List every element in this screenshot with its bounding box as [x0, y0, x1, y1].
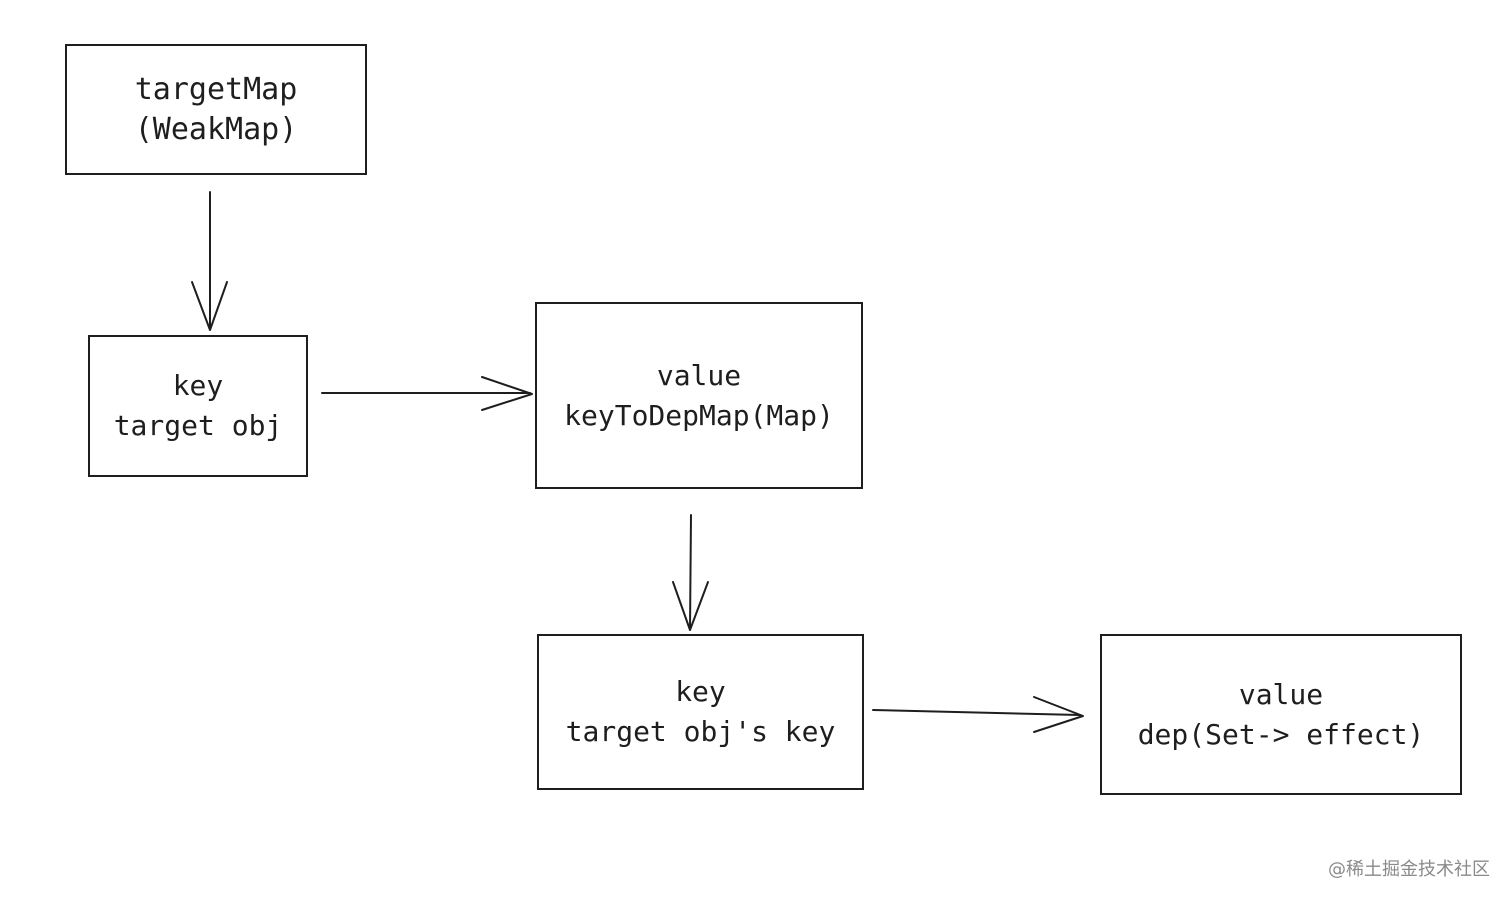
edge-key-target-to-value-keydep [321, 376, 533, 411]
node-value-keydep-line-1: value [656, 358, 742, 392]
node-targetmap-line-2: (WeakMap) [134, 111, 298, 147]
node-key-target-line-2: target obj [113, 409, 283, 442]
node-key-target-line-1: key [172, 369, 224, 402]
node-value-dep: value dep(Set-> effect) [1100, 634, 1462, 795]
node-value-dep-line-2: dep(Set-> effect) [1137, 717, 1425, 751]
node-targetmap-line-1: targetMap [134, 71, 298, 107]
node-value-keydep: value keyToDepMap(Map) [535, 302, 863, 489]
edge-value-keydep-to-key-objkey [672, 514, 709, 631]
node-value-dep-line-1: value [1238, 677, 1324, 711]
node-key-objkey-line-2: target obj's key [565, 715, 836, 748]
node-value-keydep-line-2: keyToDepMap(Map) [564, 398, 834, 432]
node-key-objkey-line-1: key [675, 675, 726, 708]
watermark: @稀土掘金技术社区 [1328, 859, 1490, 880]
node-key-target: key target obj [88, 335, 308, 477]
edge-targetmap-to-key-target [191, 191, 228, 331]
node-targetmap: targetMap (WeakMap) [65, 44, 367, 175]
node-key-objkey: key target obj's key [537, 634, 864, 790]
edge-key-objkey-to-value-dep [872, 696, 1084, 733]
